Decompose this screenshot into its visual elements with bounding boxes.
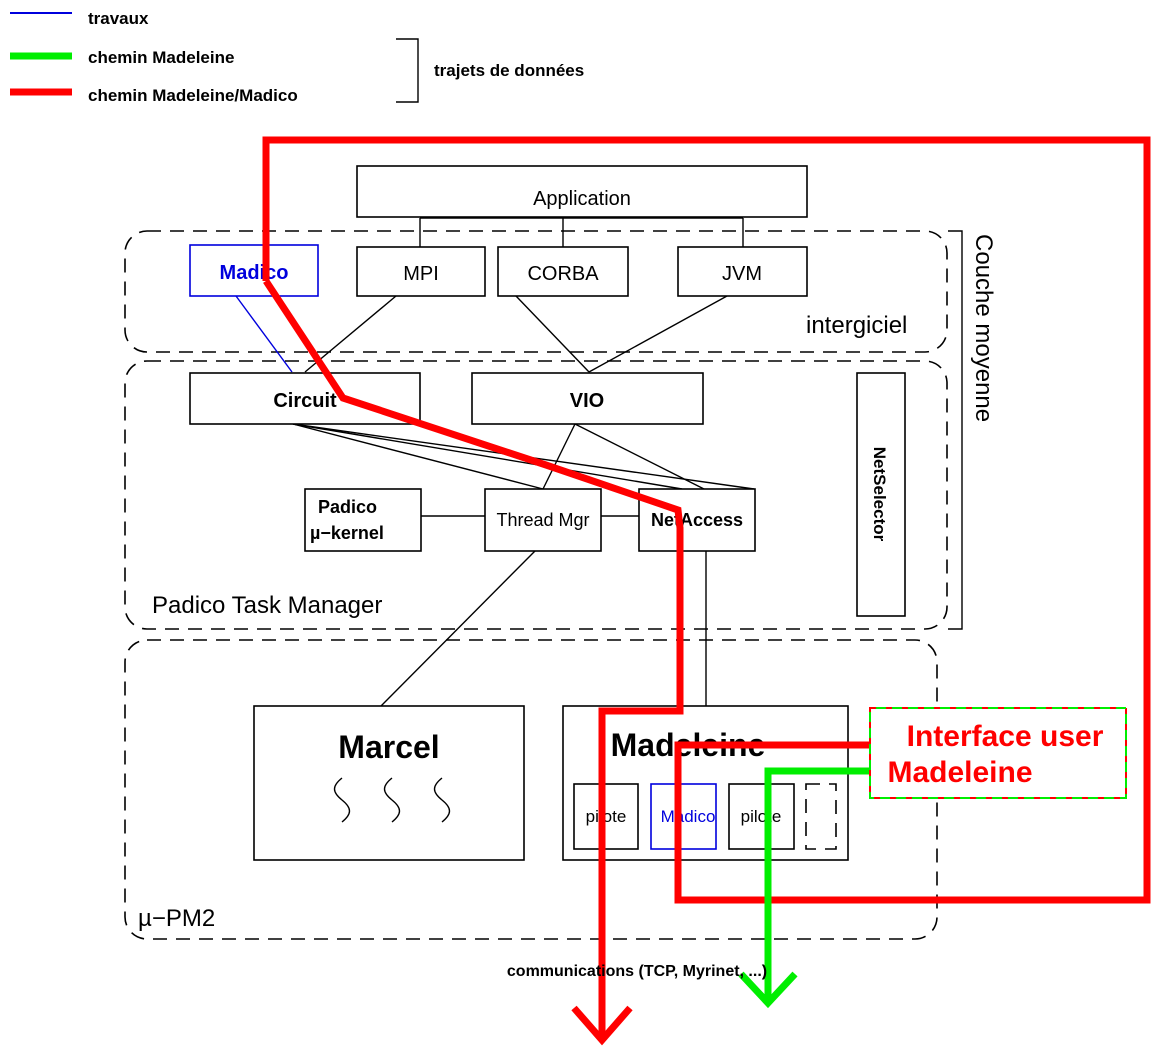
madico-driver-box (650, 783, 717, 850)
thread-mgr-box (484, 488, 602, 552)
marcel-label: Marcel (338, 729, 439, 765)
application-label: Application (533, 188, 631, 210)
padico-kernel-label-1: Padico (318, 497, 377, 517)
interface-user-label-2: Madeleine (887, 756, 1032, 789)
corba-box (497, 246, 629, 297)
legend-bracket (396, 38, 419, 103)
marcel-box (253, 705, 525, 861)
mpi-label: MPI (403, 263, 439, 285)
madico-driver-label: Madico (661, 807, 716, 826)
madeleine-madico-loop-path (262, 136, 1151, 904)
intergiciel-label: intergiciel (806, 312, 907, 339)
red-arrow-head (571, 1005, 633, 1046)
padico-kernel-box (304, 488, 422, 552)
communications-label: communications (TCP, Myrinet, ...) (507, 963, 767, 980)
thread-mgr-label: Thread Mgr (496, 510, 589, 530)
interface-user-box-green-dash (869, 707, 1127, 799)
madico-label: Madico (220, 262, 289, 284)
jvm-box (677, 246, 808, 297)
legend-label-chemin-madeleine: chemin Madeleine (88, 48, 234, 67)
netselector-label: NetSelector (870, 447, 889, 542)
madico-box (189, 244, 319, 297)
netselector-box (856, 372, 906, 617)
pilote-label-2: pilote (741, 807, 782, 826)
connectors (235, 217, 755, 707)
corba-label: CORBA (527, 263, 599, 285)
vio-label: VIO (570, 390, 604, 412)
green-arrow-head (738, 971, 798, 1009)
couche-moyenne-bracket (948, 230, 963, 630)
couche-moyenne-label: Couche moyenne (970, 234, 997, 422)
circuit-box (189, 372, 421, 425)
pilote-label-1: pilote (586, 807, 627, 826)
application-box (356, 165, 808, 218)
interface-user-box (869, 707, 1127, 799)
madeleine-madico-main-path (263, 279, 684, 1040)
padico-kernel-label-2: µ−kernel (310, 523, 384, 543)
legend-label-chemin-madeleine-madico: chemin Madeleine/Madico (88, 86, 298, 105)
marcel-thread-icon-1 (333, 777, 351, 823)
netaccess-box (638, 488, 756, 552)
netaccess-label: NetAccess (651, 510, 743, 530)
padico-task-manager-label: Padico Task Manager (152, 592, 382, 619)
interface-user-label-1: Interface user (907, 720, 1104, 753)
jvm-label: JVM (722, 263, 762, 285)
marcel-thread-icon-2 (383, 777, 401, 823)
legend-label-trajets: trajets de données (434, 61, 584, 80)
circuit-label: Circuit (273, 390, 337, 412)
madico-circuit-link (235, 295, 293, 373)
legend-label-travaux: travaux (88, 9, 149, 28)
mpi-box (356, 246, 486, 297)
pilote-box-1 (573, 783, 639, 850)
legend: travaux chemin Madeleine chemin Madelein… (10, 9, 584, 105)
upm2-label: µ−PM2 (138, 905, 215, 932)
marcel-thread-icon-3 (433, 777, 451, 823)
pilote-box-2 (728, 783, 795, 850)
madeleine-path (764, 767, 870, 1003)
intergiciel-region (124, 230, 948, 353)
vio-box (471, 372, 704, 425)
padico-task-manager-region (124, 360, 948, 630)
